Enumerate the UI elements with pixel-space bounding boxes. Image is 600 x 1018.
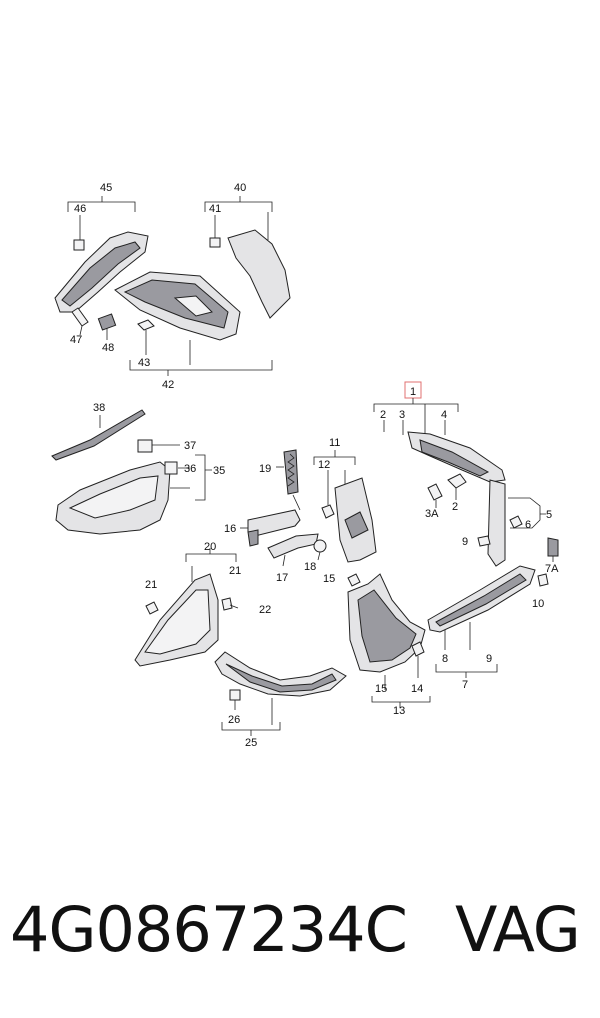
callout-42: 42 (162, 379, 174, 391)
part-26-clip (229, 689, 241, 701)
callout-20: 20 (204, 541, 216, 553)
callout-21: 21 (229, 565, 241, 577)
callout-41: 41 (209, 203, 221, 215)
callout-36: 36 (184, 463, 196, 475)
callout-2: 2 (380, 409, 386, 421)
callout-7A: 7A (545, 563, 559, 575)
callout-47: 47 (70, 334, 82, 346)
callout-8: 8 (442, 653, 448, 665)
part-10-screw (537, 573, 549, 587)
part-group-42 (114, 271, 273, 376)
callout-17: 17 (276, 572, 288, 584)
part-46-clip (73, 239, 85, 251)
part-group-25 (214, 651, 347, 736)
callout-38: 38 (93, 402, 105, 414)
part-21-clip (145, 601, 159, 615)
callout-19: 19 (259, 463, 271, 475)
callout-10: 10 (532, 598, 544, 610)
callout-14b: 14 (411, 683, 423, 695)
part-37-clip (137, 439, 153, 453)
callout-1: 1 (410, 386, 416, 398)
part-22-clip (221, 597, 233, 611)
callout-26: 26 (228, 714, 240, 726)
part-17-grip (267, 533, 319, 559)
part-14-clip (411, 641, 425, 657)
part-group-18 (313, 539, 327, 561)
part-group-20 (134, 548, 239, 667)
part-41-clip (209, 237, 221, 248)
callout-25: 25 (245, 737, 257, 749)
callout-5: 5 (546, 509, 552, 521)
part-36-clip (164, 461, 178, 475)
callout-12: 12 (318, 459, 330, 471)
callout-16: 16 (224, 523, 236, 535)
part-group-35 (55, 439, 212, 535)
callout-48: 48 (102, 342, 114, 354)
part-15b-clip (347, 573, 361, 587)
callout-18: 18 (304, 561, 316, 573)
part-7A-clip (547, 537, 559, 557)
part-38-strip (51, 409, 146, 461)
callout-2b: 2 (452, 501, 458, 513)
callout-11: 11 (329, 437, 340, 449)
callout-4: 4 (441, 409, 447, 421)
callout-6: 6 (525, 519, 531, 531)
part-12-clip (321, 504, 335, 519)
callout-45: 45 (100, 182, 112, 194)
callout-13: 13 (393, 705, 405, 717)
part-48-cap (97, 313, 117, 331)
brand-label: VAG (455, 893, 581, 966)
part-3A-screw (427, 483, 443, 501)
callout-21b: 21 (145, 579, 157, 591)
part-2-clip (447, 473, 467, 489)
callout-46: 46 (74, 203, 86, 215)
callout-22: 22 (259, 604, 271, 616)
part-group-1 (373, 381, 559, 587)
part-group-16 (240, 509, 301, 547)
part-47-screw (71, 307, 89, 327)
callout-3: 3 (399, 409, 405, 421)
part-43-clip (137, 319, 155, 331)
part-group-38 (51, 409, 146, 461)
callout-37: 37 (184, 440, 196, 452)
part-number: 4G0867234C (10, 893, 408, 966)
part-group-19 (276, 449, 301, 511)
callout-15: 15 (323, 573, 335, 585)
callout-labels: 45 46 47 48 40 41 43 42 1 2 3 4 2 3A 5 6… (70, 182, 559, 749)
callout-43: 43 (138, 357, 150, 369)
callout-35: 35 (213, 465, 225, 477)
callout-9b: 9 (486, 653, 492, 665)
callout-15b: 15 (375, 683, 387, 695)
part-group-45 (54, 196, 149, 340)
part-6-clip (509, 515, 523, 529)
callout-3A: 3A (425, 508, 439, 520)
callout-7: 7 (462, 679, 468, 691)
callout-40: 40 (234, 182, 246, 194)
part-group-40 (204, 196, 291, 319)
part-group-7 (427, 565, 536, 678)
part-group-13 (347, 573, 431, 708)
part-9-clip (477, 535, 491, 547)
part-group-11 (313, 450, 377, 563)
part-18-cap (313, 539, 327, 553)
part-40-trim (227, 229, 291, 319)
callout-9: 9 (462, 536, 468, 548)
